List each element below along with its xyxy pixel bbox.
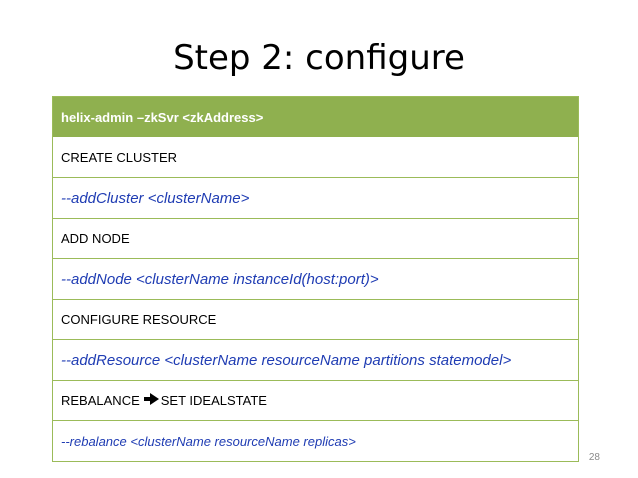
row-add-node: ADD NODE [53, 219, 578, 259]
row-rebalance-command: --rebalance <clusterName resourceName re… [61, 433, 356, 449]
page-number: 28 [588, 452, 600, 463]
rebalance-label: REBALANCE [61, 393, 140, 408]
row-create-cluster: CREATE CLUSTER [53, 138, 578, 178]
command-table: helix-admin –zkSvr <zkAddress> CREATE CL… [52, 96, 579, 462]
row-add-cluster-command: --addCluster <clusterName> [53, 178, 578, 219]
set-idealstate-label: SET IDEALSTATE [160, 393, 267, 408]
row-rebalance: REBALANCE SET IDEALSTATE [53, 381, 578, 421]
table-header: helix-admin –zkSvr <zkAddress> [53, 97, 578, 138]
slide-title: Step 2: configure [173, 38, 465, 78]
row-add-node-command: --addNode <clusterName instanceId(host:p… [53, 259, 578, 300]
row-configure-resource: CONFIGURE RESOURCE [53, 300, 578, 340]
row-add-resource-command: --addResource <clusterName resourceName … [53, 340, 578, 381]
arrow-right-icon [143, 393, 161, 408]
